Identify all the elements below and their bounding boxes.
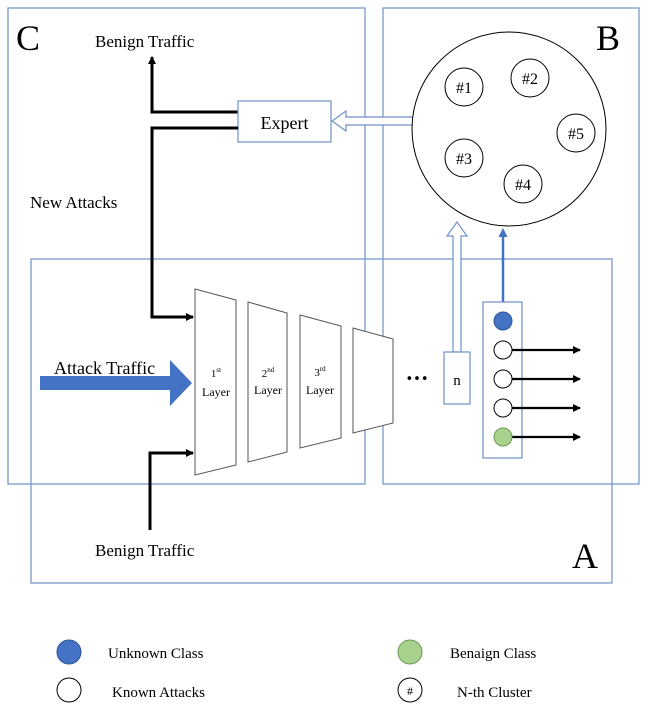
expert-box (237, 100, 332, 143)
benign-up-arrow (148, 56, 238, 114)
layer-3-suffix: rd (320, 365, 326, 373)
output-node-5-benign (493, 427, 513, 447)
attack-traffic-label: Attack Traffic (54, 358, 155, 378)
bottom-benign-traffic-label: Benign Traffic (95, 541, 195, 560)
cluster-3-label: #3 (456, 151, 472, 168)
layer-1-number: 1 (211, 368, 217, 380)
output-node-4-known (493, 398, 513, 418)
layer-1-shape (194, 288, 237, 476)
layers-ellipsis: ••• (405, 372, 428, 387)
clusters-to-expert-arrow (330, 109, 414, 133)
layer-4-shape (352, 327, 394, 434)
n-layer-box (443, 351, 471, 405)
legend-cluster-symbol: # (407, 684, 413, 698)
layer-3-shape (299, 314, 342, 449)
cluster-group: #1 #2 #3 #4 #5 (444, 58, 596, 204)
panel-b-box (382, 7, 640, 485)
legend-unknown-swatch (56, 639, 82, 665)
cluster-2-circle (510, 58, 550, 98)
cluster-3-circle (444, 138, 484, 178)
top-benign-traffic-label: Benign Traffic (95, 32, 195, 51)
n-layer-label: n (453, 373, 461, 389)
legend-cluster-swatch (397, 677, 423, 703)
cluster-1-label: #1 (456, 80, 472, 97)
cluster-4-label: #4 (515, 177, 531, 194)
layer-3-number: 3 (314, 367, 320, 379)
panel-b-label: B (596, 18, 620, 58)
layer-1-suffix: st (216, 366, 221, 374)
panel-a-box (30, 258, 613, 584)
output-node-3-known (493, 369, 513, 389)
layer-2-shape (247, 301, 288, 463)
legend-known-label: Known Attacks (112, 685, 205, 701)
layer-2-word: Layer (254, 383, 282, 397)
legend-cluster-label: N-th Cluster (457, 685, 532, 701)
panel-c-label: C (16, 18, 40, 58)
legend-known-swatch (56, 677, 82, 703)
legend-benign-label: Benaign Class (450, 646, 536, 662)
new-attacks-label: New Attacks (30, 193, 117, 212)
layer-1-label: 1st (211, 366, 221, 380)
cluster-2-label: #2 (522, 71, 538, 88)
cluster-5-label: #5 (568, 126, 584, 143)
benign-in-arrow (148, 449, 194, 530)
layer-3-label: 3rd (314, 365, 326, 379)
n-to-clusters-arrow (445, 220, 469, 353)
panel-c-box (7, 7, 366, 485)
layer-3-word: Layer (306, 383, 334, 397)
panel-a-label: A (572, 536, 598, 576)
new-attacks-arrow (150, 126, 238, 321)
layer-1-word: Layer (202, 385, 230, 399)
cluster-1-circle (444, 67, 484, 107)
cluster-4-circle (503, 164, 543, 204)
legend-benign-swatch (397, 639, 423, 665)
layer-2-number: 2 (262, 368, 268, 380)
expert-label: Expert (261, 113, 309, 133)
output-node-2-known (493, 340, 513, 360)
attack-traffic-arrow (40, 360, 192, 406)
legend-unknown-label: Unknown Class (108, 646, 204, 662)
layer-2-suffix: nd (267, 366, 275, 374)
output-node-group (493, 311, 581, 447)
cluster-5-circle (556, 113, 596, 153)
output-node-1-unknown (493, 311, 513, 331)
layer-2-label: 2nd (262, 366, 275, 380)
